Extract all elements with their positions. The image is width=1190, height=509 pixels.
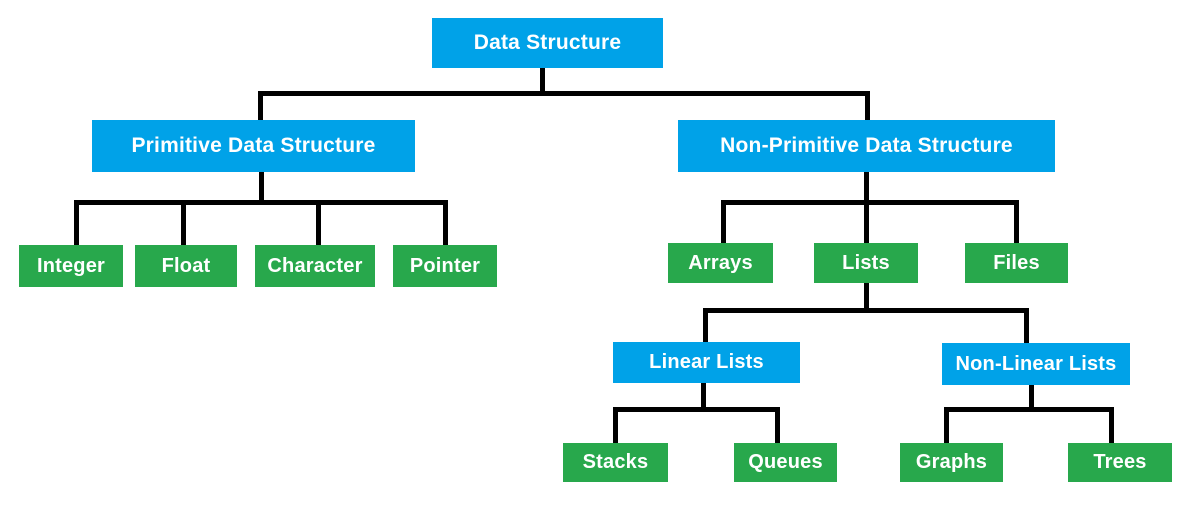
connector-float-drop xyxy=(181,200,186,245)
connector-non-linear-lists-down xyxy=(1029,385,1034,407)
node-primitive-data-structure: Primitive Data Structure xyxy=(92,120,415,172)
connector-pointer-drop xyxy=(443,200,448,245)
connector-lists-children-horizontal xyxy=(703,308,1029,313)
node-trees: Trees xyxy=(1068,443,1172,482)
connector-non-linear-children-horizontal xyxy=(944,407,1114,412)
node-float: Float xyxy=(135,245,237,287)
connector-linear-children-horizontal xyxy=(613,407,780,412)
connector-non-primitive-down xyxy=(864,172,869,243)
node-integer: Integer xyxy=(19,245,123,287)
connector-level1-horizontal xyxy=(258,91,870,96)
connector-trees-drop xyxy=(1109,407,1114,443)
node-pointer: Pointer xyxy=(393,245,497,287)
connector-non-primitive-children-horizontal xyxy=(721,200,1019,205)
node-queues: Queues xyxy=(734,443,837,482)
connector-linear-lists-drop xyxy=(703,308,708,342)
connector-arrays-drop xyxy=(721,200,726,243)
node-lists: Lists xyxy=(814,243,918,283)
connector-lists-down xyxy=(864,283,869,310)
node-graphs: Graphs xyxy=(900,443,1003,482)
node-stacks: Stacks xyxy=(563,443,668,482)
connector-linear-lists-down xyxy=(701,383,706,407)
connector-non-linear-lists-drop xyxy=(1024,308,1029,343)
node-non-linear-lists: Non-Linear Lists xyxy=(942,343,1130,385)
connector-non-primitive-drop xyxy=(865,91,870,120)
node-files: Files xyxy=(965,243,1068,283)
connector-integer-drop xyxy=(74,200,79,245)
connector-character-drop xyxy=(316,200,321,245)
node-linear-lists: Linear Lists xyxy=(613,342,800,383)
connector-primitive-drop xyxy=(258,91,263,120)
connector-primitive-down xyxy=(259,172,264,200)
connector-stacks-drop xyxy=(613,407,618,443)
node-character: Character xyxy=(255,245,375,287)
connector-graphs-drop xyxy=(944,407,949,443)
node-data-structure: Data Structure xyxy=(432,18,663,68)
connector-queues-drop xyxy=(775,407,780,443)
connector-files-drop xyxy=(1014,200,1019,243)
node-arrays: Arrays xyxy=(668,243,773,283)
node-non-primitive-data-structure: Non-Primitive Data Structure xyxy=(678,120,1055,172)
connector-primitive-children-horizontal xyxy=(74,200,448,205)
connector-root-drop xyxy=(540,68,545,96)
